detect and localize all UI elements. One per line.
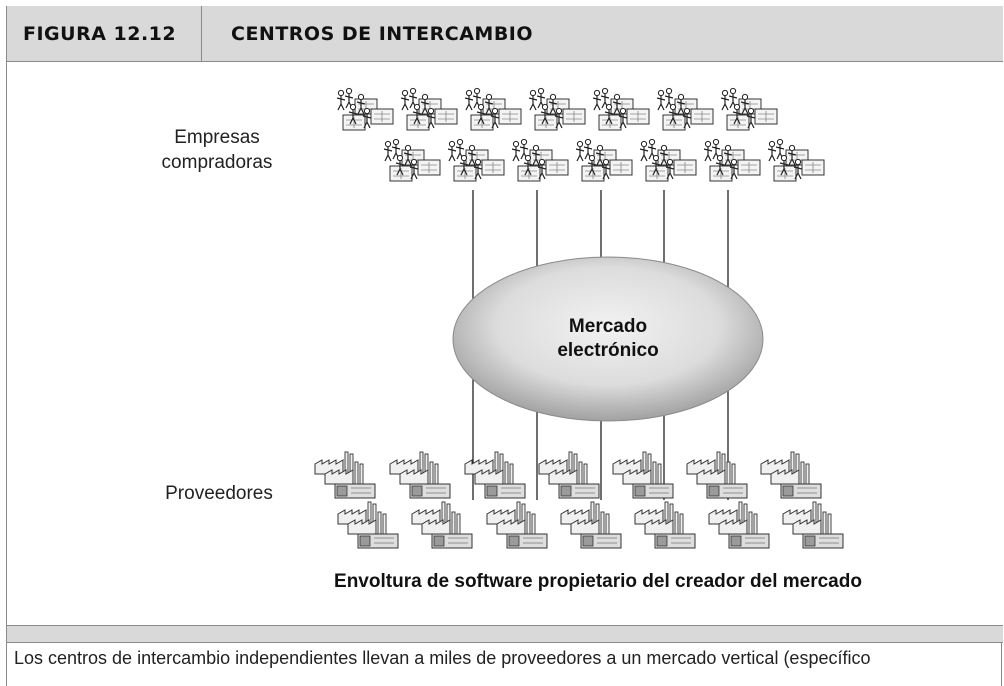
diagram-area: Mercado electrónico Empresas compradoras… — [7, 62, 1003, 626]
factory-icon — [464, 451, 526, 499]
buyers-label-line1: Empresas — [174, 127, 260, 148]
factory-icon — [389, 451, 451, 499]
hub-label-line2: electrónico — [557, 340, 658, 361]
figure-frame: FIGURA 12.12 CENTROS DE INTERCAMBIO Merc… — [6, 6, 1003, 686]
buyer-group-icon — [720, 87, 778, 131]
wrapper-label: Envoltura de software propietario del cr… — [334, 571, 862, 592]
buyer-group-icon — [703, 138, 761, 182]
supplier-factories — [314, 451, 844, 549]
figure-caption: Los centros de intercambio independiente… — [14, 648, 871, 668]
exchange-diagram: Mercado electrónico Empresas compradoras… — [162, 87, 862, 592]
marketplace-hub — [452, 256, 764, 422]
suppliers-label: Proveedores — [165, 483, 273, 504]
factory-icon — [760, 451, 822, 499]
caption-separator — [7, 626, 1003, 643]
factory-icon — [337, 501, 399, 549]
buyer-group-icon — [656, 87, 714, 131]
factory-icon — [708, 501, 770, 549]
figure-header: FIGURA 12.12 CENTROS DE INTERCAMBIO — [7, 6, 1003, 62]
buyer-companies — [336, 87, 825, 182]
buyer-group-icon — [336, 87, 394, 131]
factory-icon — [486, 501, 548, 549]
figure-title: CENTROS DE INTERCAMBIO — [231, 23, 534, 45]
factory-icon — [782, 501, 844, 549]
buyer-group-icon — [528, 87, 586, 131]
factory-icon — [686, 451, 748, 499]
factory-icon — [538, 451, 600, 499]
buyer-group-icon — [383, 138, 441, 182]
factory-icon — [634, 501, 696, 549]
hub-label-line1: Mercado — [569, 316, 647, 337]
buyer-group-icon — [639, 138, 697, 182]
figure-number: FIGURA 12.12 — [7, 6, 202, 62]
buyer-group-icon — [464, 87, 522, 131]
buyers-label-line2: compradoras — [162, 152, 273, 173]
factory-icon — [612, 451, 674, 499]
buyer-group-icon — [575, 138, 633, 182]
buyer-group-icon — [400, 87, 458, 131]
factory-icon — [314, 451, 376, 499]
factory-icon — [411, 501, 473, 549]
buyer-group-icon — [447, 138, 505, 182]
buyer-group-icon — [592, 87, 650, 131]
buyer-group-icon — [511, 138, 569, 182]
factory-icon — [560, 501, 622, 549]
buyer-group-icon — [767, 138, 825, 182]
